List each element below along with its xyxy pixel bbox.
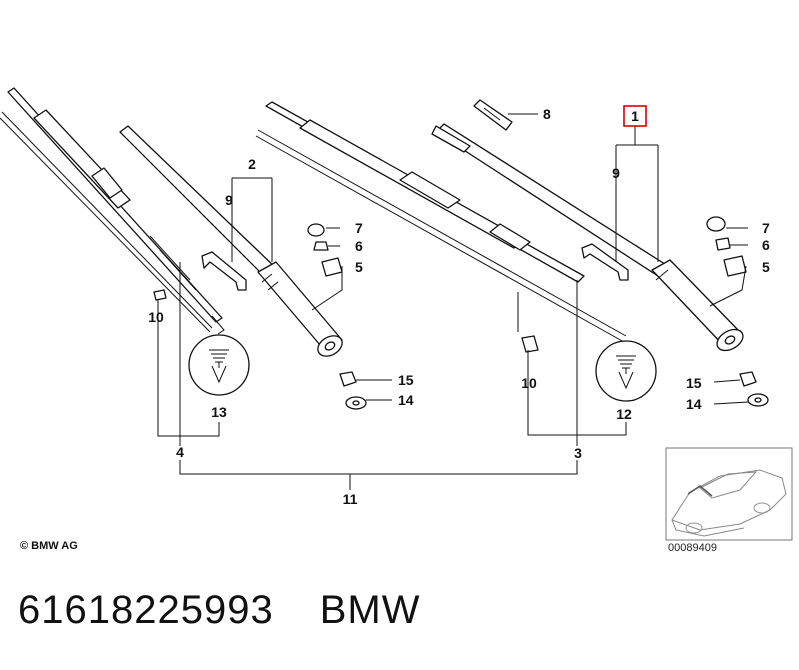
- clip-part-8: [473, 99, 513, 131]
- car-thumbnail: [665, 447, 793, 541]
- callout-13: 13: [211, 404, 227, 420]
- left-hardware: [153, 223, 367, 410]
- callout-5-left: 5: [355, 259, 363, 275]
- leader-lines: [157, 113, 749, 490]
- callout-9-right: 9: [612, 165, 620, 181]
- callout-6-left: 6: [355, 238, 363, 254]
- center-wiper-blade: [255, 101, 627, 343]
- callout-3: 3: [574, 445, 582, 461]
- callout-10-left: 10: [148, 309, 164, 325]
- callout-9-left: 9: [225, 192, 233, 208]
- right-adapter-clip: [581, 243, 629, 281]
- callout-14-left: 14: [398, 392, 414, 408]
- right-hardware: [521, 216, 769, 407]
- callout-14-right: 14: [686, 396, 702, 412]
- callout-7-left: 7: [355, 220, 363, 236]
- left-wiper-arm: [119, 125, 343, 357]
- callout-10-right: 10: [521, 375, 537, 391]
- highlight-box: [623, 105, 647, 127]
- callout-15-left: 15: [398, 372, 414, 388]
- insert-circle-13: [188, 334, 250, 396]
- callout-1: 1: [631, 108, 639, 124]
- callout-4: 4: [176, 444, 184, 460]
- callout-5-right: 5: [762, 259, 770, 275]
- part-number: 61618225993: [18, 588, 274, 632]
- callout-7-right: 7: [762, 220, 770, 236]
- callout-8: 8: [543, 106, 551, 122]
- callout-2: 2: [248, 156, 256, 172]
- brand-name: BMW: [319, 588, 421, 632]
- insert-circle-12: [595, 340, 657, 402]
- part-number-line: 61618225993 BMW: [18, 588, 466, 633]
- callout-6-right: 6: [762, 237, 770, 253]
- left-wiper-blade: [0, 87, 225, 335]
- callout-15-right: 15: [686, 375, 702, 391]
- right-wiper-arm: [431, 123, 744, 352]
- callout-12: 12: [616, 406, 632, 422]
- copyright-text: © BMW AG: [20, 540, 78, 552]
- thumbnail-code: 00089409: [668, 542, 717, 554]
- callout-11: 11: [343, 491, 358, 507]
- left-adapter-clip: [201, 251, 247, 291]
